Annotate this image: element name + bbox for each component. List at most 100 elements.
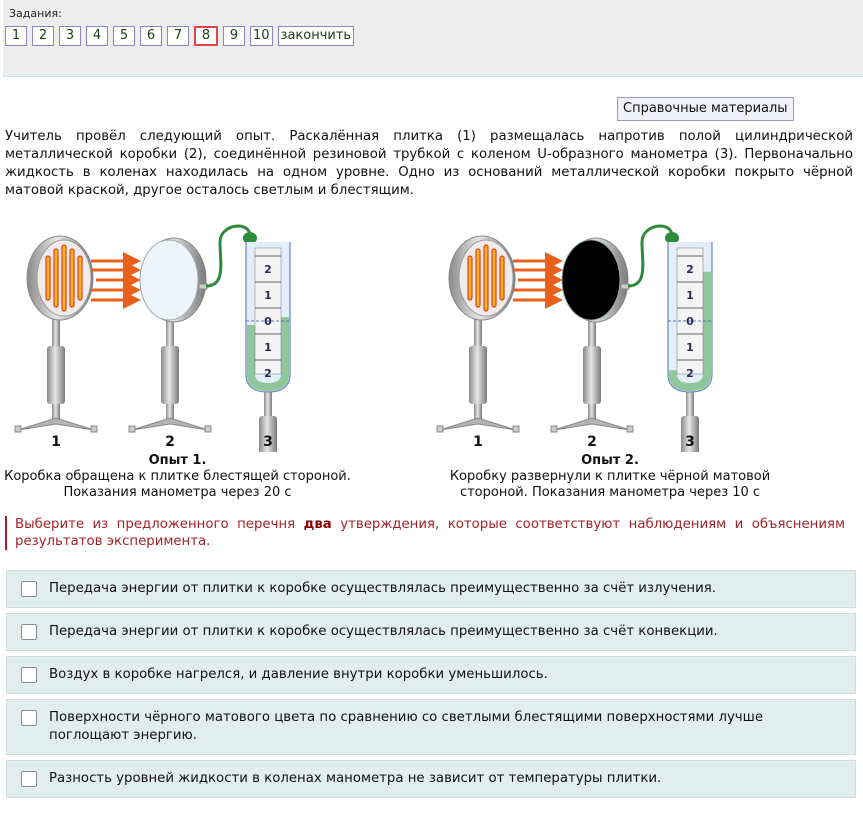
experiment-1-caption: Опыт 1. Коробка обращена к плитке блестя… — [0, 453, 355, 501]
scale-board — [676, 247, 704, 375]
option-label: Поверхности чёрного матового цвета по ср… — [49, 710, 764, 743]
checkbox[interactable] — [21, 771, 37, 787]
task-navigation-bar: Задания: 1 2 3 4 5 6 7 8 9 10 закончить — [3, 0, 863, 77]
tripod-base — [439, 417, 517, 431]
tripod-foot — [90, 425, 98, 433]
task-button-2[interactable]: 2 — [32, 26, 54, 46]
tripod-foot — [14, 425, 22, 433]
tube-connector — [665, 232, 679, 244]
checkbox[interactable] — [21, 667, 37, 683]
tripod-foot — [550, 425, 558, 433]
device-number-label: 3 — [263, 434, 273, 450]
rubber-tube — [205, 224, 252, 288]
tube-connector — [243, 232, 257, 244]
scale-label: 2 — [264, 263, 272, 276]
stand-column — [583, 346, 601, 404]
box-nozzle — [198, 283, 208, 290]
checkbox[interactable] — [21, 581, 37, 597]
task-button-4[interactable]: 4 — [86, 26, 108, 46]
heating-element — [53, 248, 59, 308]
task-button-5[interactable]: 5 — [113, 26, 135, 46]
stand-rod — [52, 404, 60, 420]
option-label: Воздух в коробке нагрелся, и давление вн… — [49, 667, 548, 682]
stand-column — [259, 416, 277, 452]
task-button-6[interactable]: 6 — [140, 26, 162, 46]
stand-column — [47, 346, 65, 404]
tripod-foot — [204, 425, 212, 433]
scale-label: 0 — [686, 315, 694, 328]
finish-button[interactable]: закончить — [277, 26, 355, 46]
scale-label: 0 — [264, 315, 272, 328]
task-button-8-active[interactable]: 8 — [194, 26, 218, 46]
tripod-base — [17, 417, 95, 431]
manometer-liquid — [247, 317, 289, 391]
scale-label: 2 — [686, 367, 694, 380]
stand-rod — [588, 318, 596, 348]
scale-label: 1 — [686, 341, 694, 354]
tripod-foot — [436, 425, 444, 433]
rubber-tube — [627, 224, 674, 288]
experiment-1-line1: Коробка обращена к плитке блестящей стор… — [4, 469, 351, 484]
instruction-part1: Выберите из предложенного перечня — [15, 517, 304, 532]
device-number-label: 2 — [587, 434, 597, 450]
tripod-base — [131, 417, 209, 431]
reference-materials-button[interactable]: Справочные материалы — [617, 97, 794, 121]
stand-column — [469, 346, 487, 404]
task-description: Учитель провёл следующий опыт. Раскалённ… — [5, 129, 853, 198]
heating-element — [499, 255, 505, 301]
stand-rod — [264, 388, 272, 418]
tripod-foot — [512, 425, 520, 433]
task-button-3[interactable]: 3 — [59, 26, 81, 46]
heating-element — [467, 255, 473, 301]
stand-rod — [686, 388, 694, 418]
device-number-label: 1 — [473, 434, 483, 450]
task-button-1[interactable]: 1 — [5, 26, 27, 46]
stand-column — [681, 416, 699, 452]
experiment-2-line2: стороной. Показания манометра через 10 с — [459, 485, 761, 500]
answer-options: Передача энергии от плитки к коробке осу… — [6, 570, 856, 803]
task-buttons: 1 2 3 4 5 6 7 8 9 10 закончить — [5, 26, 355, 46]
stand-column — [161, 346, 179, 404]
answer-option-4[interactable]: Поверхности чёрного матового цвета по ср… — [6, 699, 856, 755]
answer-option-1[interactable]: Передача энергии от плитки к коробке осу… — [6, 570, 856, 608]
checkbox[interactable] — [21, 710, 37, 726]
task-button-10[interactable]: 10 — [250, 26, 273, 46]
stand-rod — [588, 404, 596, 420]
heating-element — [77, 255, 83, 301]
option-label: Передача энергии от плитки к коробке осу… — [49, 624, 718, 639]
task-button-9[interactable]: 9 — [223, 26, 245, 46]
tripod-foot — [626, 425, 634, 433]
heating-element — [483, 244, 489, 312]
device-number-label: 2 — [165, 434, 175, 450]
tasks-label: Задания: — [9, 7, 62, 20]
box-face — [139, 239, 199, 321]
scale-label: 2 — [686, 263, 694, 276]
stand-rod — [52, 318, 60, 348]
option-label: Передача энергии от плитки к коробке осу… — [49, 581, 716, 596]
answer-option-3[interactable]: Воздух в коробке нагрелся, и давление вн… — [6, 656, 856, 694]
option-label: Разность уровней жидкости в коленах мано… — [49, 771, 662, 786]
stand-rod — [474, 318, 482, 348]
heating-element — [491, 248, 497, 308]
heating-element — [475, 248, 481, 308]
tripod-foot — [128, 425, 136, 433]
checkbox[interactable] — [21, 624, 37, 640]
task-button-7[interactable]: 7 — [167, 26, 189, 46]
stand-rod — [166, 318, 174, 348]
device-number-label: 3 — [685, 434, 695, 450]
box-face — [561, 239, 621, 321]
instruction-emphasis: два — [303, 517, 332, 532]
heating-element — [69, 248, 75, 308]
experiment-1-line2: Показания манометра через 20 с — [63, 485, 292, 500]
answer-option-2[interactable]: Передача энергии от плитки к коробке осу… — [6, 613, 856, 651]
heating-element — [61, 244, 67, 312]
heating-element — [45, 255, 51, 301]
instruction-text: Выберите из предложенного перечня два ут… — [5, 516, 845, 550]
experiment-2-caption: Опыт 2. Коробку развернули к плитке чёрн… — [420, 453, 800, 501]
scale-label: 2 — [264, 367, 272, 380]
stand-rod — [474, 404, 482, 420]
answer-option-5[interactable]: Разность уровней жидкости в коленах мано… — [6, 760, 856, 798]
